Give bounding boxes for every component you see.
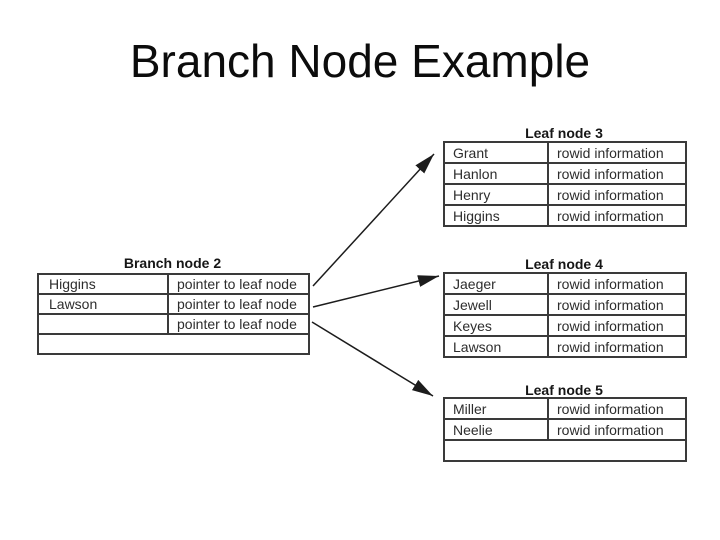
empty-row-cell <box>37 333 310 355</box>
table-row: pointer to leaf node <box>37 313 310 335</box>
table-row: Hanlon rowid information <box>443 162 687 185</box>
pointer-cell: pointer to leaf node <box>167 273 310 295</box>
key-cell: Hanlon <box>443 162 549 185</box>
rowid-cell: rowid information <box>547 314 687 337</box>
table-row: Lawson rowid information <box>443 335 687 358</box>
rowid-cell: rowid information <box>547 335 687 358</box>
table-row <box>443 439 687 462</box>
rowid-cell: rowid information <box>547 162 687 185</box>
rowid-cell: rowid information <box>547 272 687 295</box>
rowid-cell: rowid information <box>547 293 687 316</box>
connector-arrow-to-leaf-5 <box>311 321 434 397</box>
key-cell: Higgins <box>443 204 549 227</box>
empty-area <box>443 439 687 462</box>
key-cell: Jewell <box>443 293 549 316</box>
leaf-node-4-table: Jaeger rowid information Jewell rowid in… <box>443 272 687 358</box>
table-row: Miller rowid information <box>443 397 687 420</box>
connector-arrow-to-leaf-3 <box>312 153 435 287</box>
branch-node-2-table: Higgins pointer to leaf node Lawson poin… <box>37 273 310 355</box>
table-row: Jaeger rowid information <box>443 272 687 295</box>
leaf-node-5-table: Miller rowid information Neelie rowid in… <box>443 397 687 462</box>
key-cell: Neelie <box>443 418 549 441</box>
key-cell: Miller <box>443 397 549 420</box>
key-cell: Higgins <box>37 273 169 295</box>
connector-arrow-to-leaf-4 <box>312 275 440 308</box>
table-row: Keyes rowid information <box>443 314 687 337</box>
pointer-cell: pointer to leaf node <box>167 313 310 335</box>
table-row: Jewell rowid information <box>443 293 687 316</box>
slide-title: Branch Node Example <box>129 35 591 87</box>
table-row: Henry rowid information <box>443 183 687 206</box>
table-row: Lawson pointer to leaf node <box>37 293 310 315</box>
leaf-node-5-label: Leaf node 5 <box>525 382 603 398</box>
rowid-cell: rowid information <box>547 397 687 420</box>
rowid-cell: rowid information <box>547 204 687 227</box>
rowid-cell: rowid information <box>547 141 687 164</box>
leaf-node-4-label: Leaf node 4 <box>525 256 603 272</box>
table-row: Grant rowid information <box>443 141 687 164</box>
table-row: Higgins pointer to leaf node <box>37 273 310 295</box>
key-cell: Henry <box>443 183 549 206</box>
branch-node-2-label: Branch node 2 <box>123 255 222 271</box>
table-row: Neelie rowid information <box>443 418 687 441</box>
key-cell: Grant <box>443 141 549 164</box>
key-cell: Jaeger <box>443 272 549 295</box>
key-cell: Lawson <box>37 293 169 315</box>
leaf-node-3-label: Leaf node 3 <box>525 125 603 141</box>
key-cell <box>37 313 169 335</box>
table-row: Higgins rowid information <box>443 204 687 227</box>
pointer-cell: pointer to leaf node <box>167 293 310 315</box>
key-cell: Keyes <box>443 314 549 337</box>
rowid-cell: rowid information <box>547 183 687 206</box>
table-row <box>37 333 310 355</box>
leaf-node-3-table: Grant rowid information Hanlon rowid inf… <box>443 141 687 227</box>
key-cell: Lawson <box>443 335 549 358</box>
rowid-cell: rowid information <box>547 418 687 441</box>
